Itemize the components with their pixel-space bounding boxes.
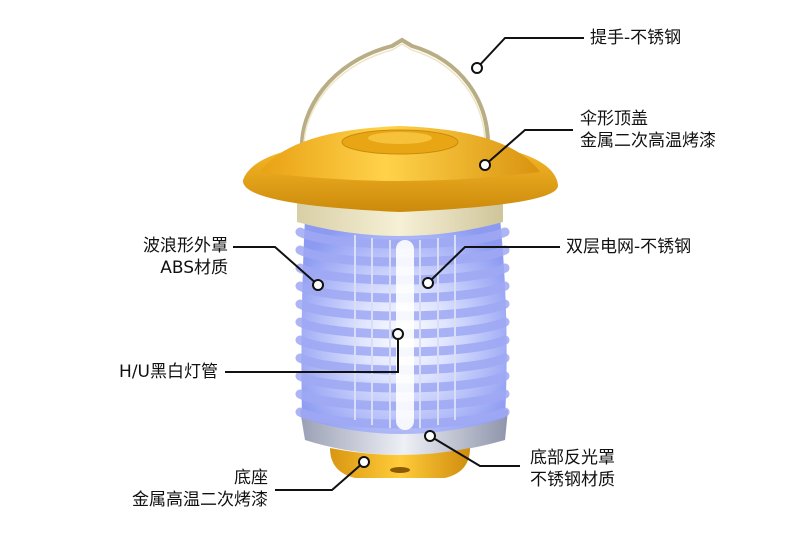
callout-lamp-tube-line-1: H/U黑白灯管 (119, 362, 218, 382)
leader-handle (476, 37, 584, 69)
callout-handle: 提手-不锈钢 (590, 27, 681, 49)
callout-top-cover-line-1: 伞形顶盖 (580, 109, 648, 129)
base-foot (390, 467, 410, 473)
callout-outer-shell-line-1: 波浪形外罩 (143, 236, 228, 256)
marker-electric-grid (422, 277, 434, 289)
callout-top-cover: 伞形顶盖 金属二次高温烤漆 (580, 108, 716, 152)
marker-reflector (424, 430, 436, 442)
callout-outer-shell: 波浪形外罩 ABS材质 (100, 235, 228, 279)
callout-base-line-1: 底座 (234, 468, 268, 488)
callout-outer-shell-line-2: ABS材质 (160, 258, 228, 278)
callout-electric-grid: 双层电网-不锈钢 (566, 236, 691, 258)
leader-reflector (429, 435, 520, 467)
handle-wire (299, 37, 491, 151)
marker-top-cover (479, 159, 491, 171)
marker-lamp-tube (392, 328, 404, 340)
marker-handle (471, 62, 483, 74)
leader-electric-grid (427, 246, 560, 284)
callout-electric-grid-line-1: 双层电网-不锈钢 (566, 237, 692, 257)
leader-outer-shell (233, 246, 319, 286)
leader-lines (225, 37, 584, 491)
callout-reflector-line-2: 不锈钢材质 (530, 470, 615, 490)
marker-base (358, 456, 370, 468)
callout-handle-line-1: 提手-不锈钢 (590, 28, 682, 48)
leader-base (275, 461, 365, 491)
callout-base: 底座 金属高温二次烤漆 (96, 467, 268, 511)
cap-top-knob (368, 132, 432, 144)
leader-markers (312, 62, 491, 468)
callout-lamp-tube: H/U黑白灯管 (86, 361, 218, 383)
callout-reflector: 底部反光罩 不锈钢材质 (530, 447, 615, 491)
base-shape (330, 448, 470, 478)
leader-lamp-tube (225, 338, 399, 373)
leader-top-cover (484, 129, 573, 166)
callout-reflector-line-1: 底部反光罩 (530, 448, 615, 468)
callout-top-cover-line-2: 金属二次高温烤漆 (580, 131, 716, 151)
handle-wire-highlight (303, 43, 486, 149)
electric-grid-wires (354, 235, 456, 428)
callout-base-line-2: 金属高温二次烤漆 (132, 490, 268, 510)
lamp-tube-shape (396, 240, 414, 430)
marker-outer-shell (312, 279, 324, 291)
